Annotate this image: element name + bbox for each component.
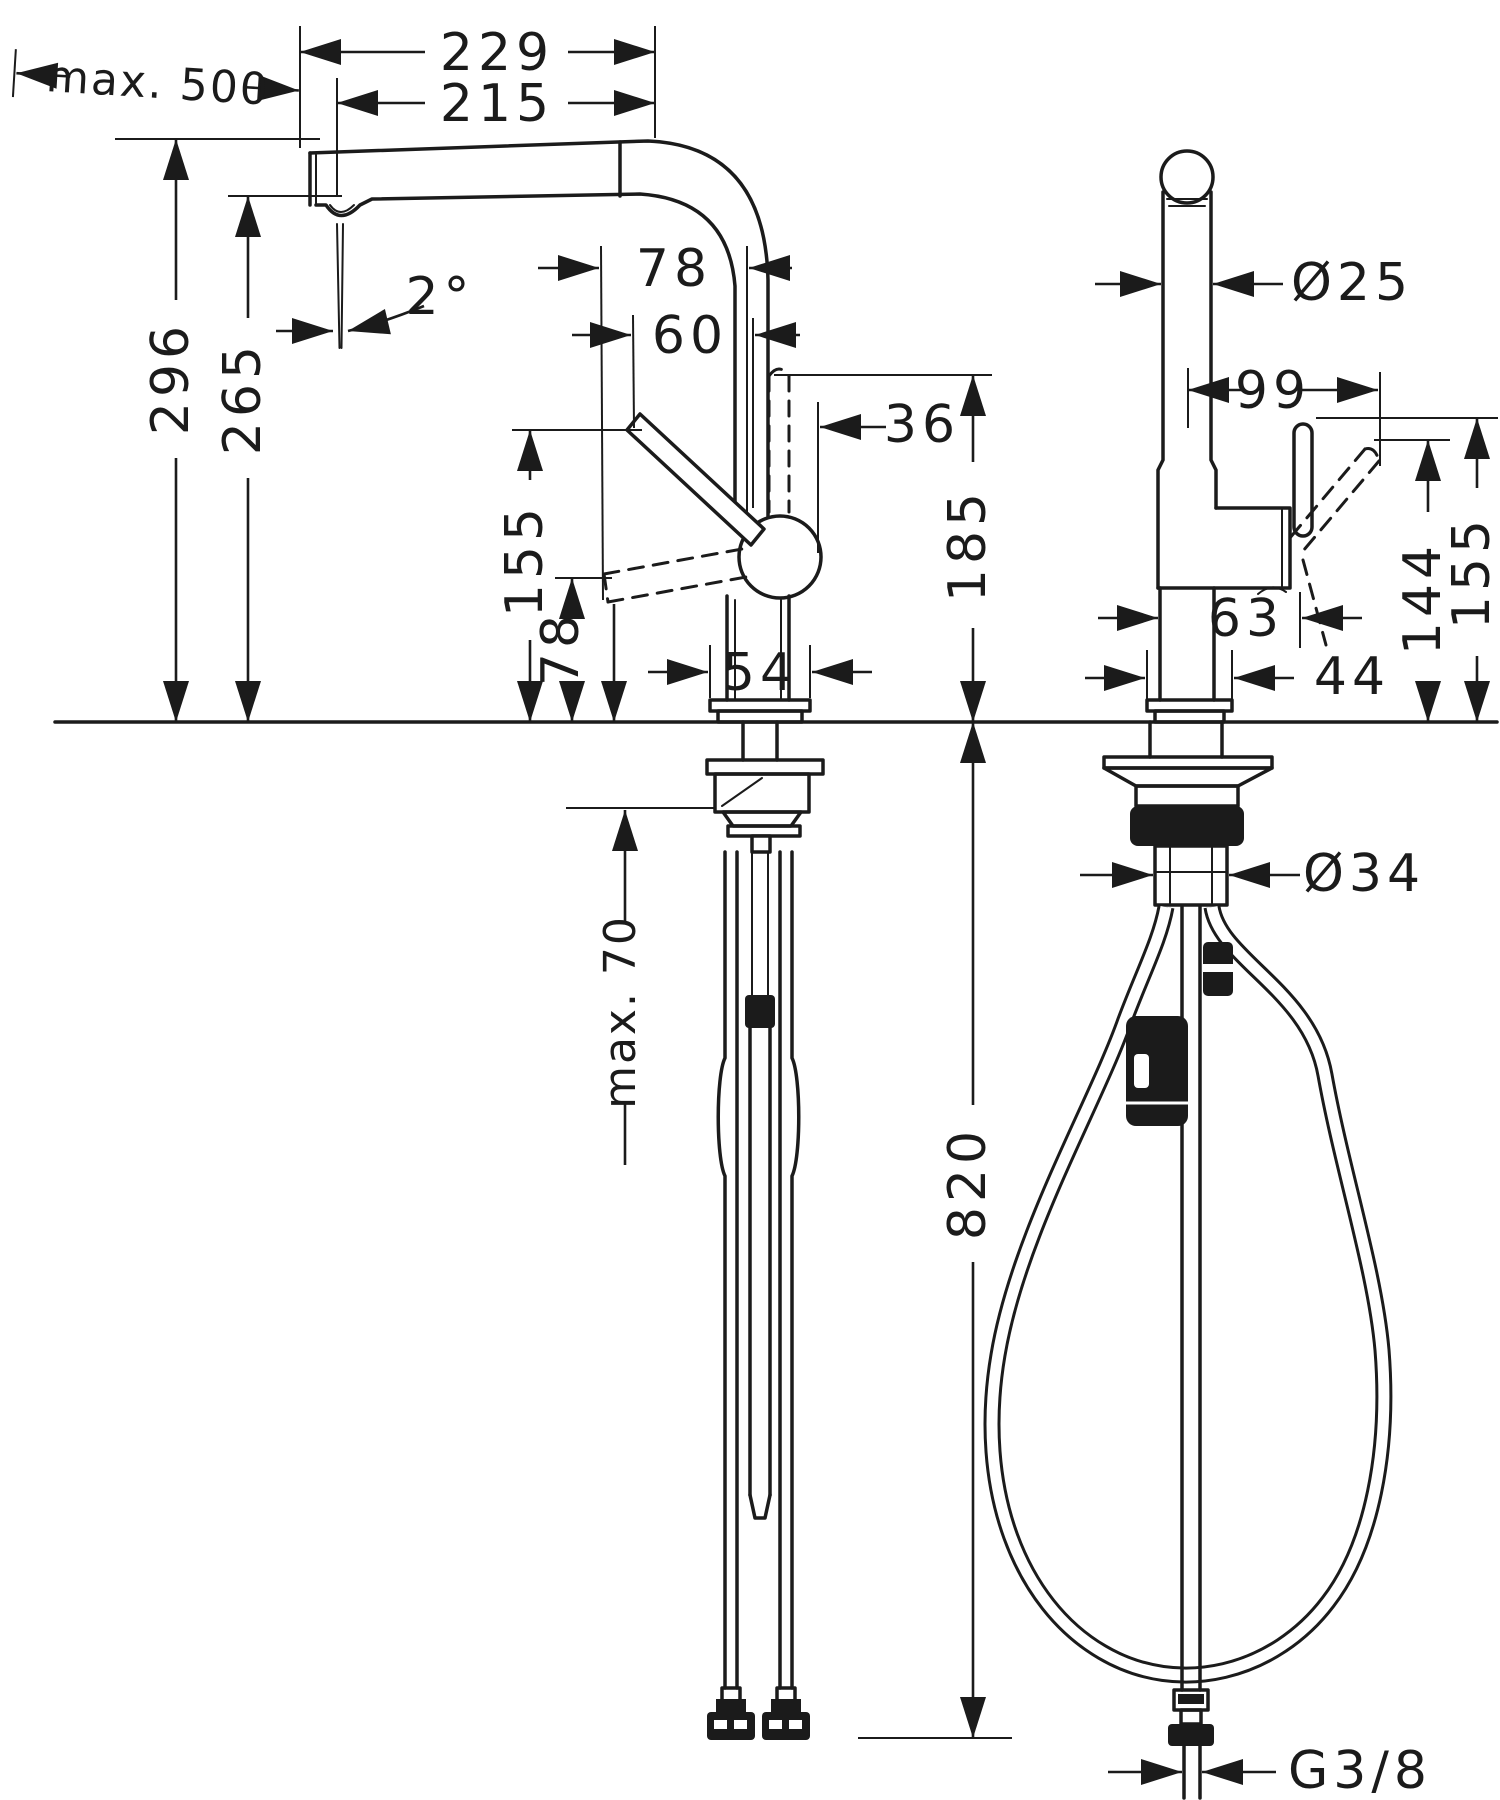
clamp-screw (750, 834, 772, 854)
dim-dia25: Ø25 (1095, 253, 1413, 313)
dim-820-label: 820 (938, 1126, 998, 1240)
dim-54-label: 54 (722, 643, 798, 703)
stream-reference-lines (336, 223, 344, 349)
dim-99-label: 99 (1235, 361, 1311, 421)
handle-up-dashed (767, 367, 791, 514)
dim-2deg-label: 2° (405, 267, 474, 327)
dim-155-left-label: 155 (495, 503, 555, 617)
supply-hoses (716, 850, 801, 1690)
dim-60-label: 60 (652, 306, 728, 366)
dim-215: 215 (337, 74, 655, 134)
dim-dia34: Ø34 (1080, 844, 1425, 904)
dim-78-top-label: 78 (636, 239, 712, 299)
lever-swung-dashed (1287, 447, 1381, 647)
dim-63-label: 63 (1208, 589, 1284, 649)
dim-144: 144 (1393, 440, 1453, 722)
dim-265: 265 (213, 196, 273, 722)
hose-loop (983, 905, 1393, 1692)
dim-296-label: 296 (141, 321, 201, 435)
dim-144-label: 144 (1393, 541, 1453, 655)
dim-185-label: 185 (938, 488, 998, 602)
lever-upright (1292, 422, 1314, 538)
dim-max-70-label: max. 70 (595, 915, 646, 1109)
dim-99: 99 (1188, 361, 1378, 421)
lever-raised (625, 412, 766, 547)
dim-max-70: max. 70 (595, 810, 646, 1165)
aerator-icon (329, 204, 355, 213)
dim-36: 36 (820, 395, 960, 455)
lever-lowered-dashed (602, 547, 748, 604)
spout-cap (1159, 149, 1215, 205)
dim-215-label: 215 (440, 74, 554, 134)
mounting-hardware-front (1102, 720, 1274, 907)
dim-2deg: 2° (276, 267, 474, 344)
gasket-ring (1130, 806, 1244, 846)
dim-229-label: 229 (440, 23, 554, 83)
dim-g38: G3/8 (1108, 1741, 1432, 1800)
dim-296: 296 (141, 139, 201, 722)
right-view-front-profile (983, 149, 1393, 1800)
dim-44-label: 44 (1314, 647, 1390, 707)
dim-78-top: 78 (538, 239, 792, 299)
dim-155-left: 155 (495, 430, 555, 722)
dim-155-right: 155 (1442, 418, 1500, 722)
dimension-annotations: 229 215 max. 500 296 265 (11, 23, 1500, 1800)
dim-max-500: max. 500 (11, 49, 299, 116)
dim-265-label: 265 (213, 341, 273, 455)
arc-mark-icon (1257, 586, 1287, 595)
dim-60: 60 (572, 306, 800, 366)
dim-g38-label: G3/8 (1288, 1741, 1432, 1800)
hose-weight (1126, 1016, 1188, 1126)
dim-229: 229 (300, 23, 655, 83)
dim-185: 185 (938, 375, 998, 722)
supply-pipe-end (1168, 1688, 1214, 1800)
dim-63: 63 (1098, 586, 1362, 649)
dim-44: 44 (1085, 647, 1390, 707)
mounting-hardware (705, 720, 825, 854)
hose-coupling (745, 995, 775, 1028)
dim-820: 820 (938, 722, 998, 1738)
left-view-side-profile (308, 139, 825, 1740)
dim-dia34-label: Ø34 (1303, 844, 1425, 904)
dim-78-side-label: 78 (531, 610, 591, 686)
dim-155-right-label: 155 (1442, 515, 1500, 629)
dim-78-side: 78 (531, 578, 627, 722)
dim-36-label: 36 (884, 395, 960, 455)
dim-max-500-label: max. 500 (45, 51, 272, 116)
spout-column (1145, 149, 1292, 724)
dim-dia25-label: Ø25 (1291, 253, 1413, 313)
hose-end-connectors (707, 1686, 810, 1740)
dim-54: 54 (648, 643, 872, 703)
